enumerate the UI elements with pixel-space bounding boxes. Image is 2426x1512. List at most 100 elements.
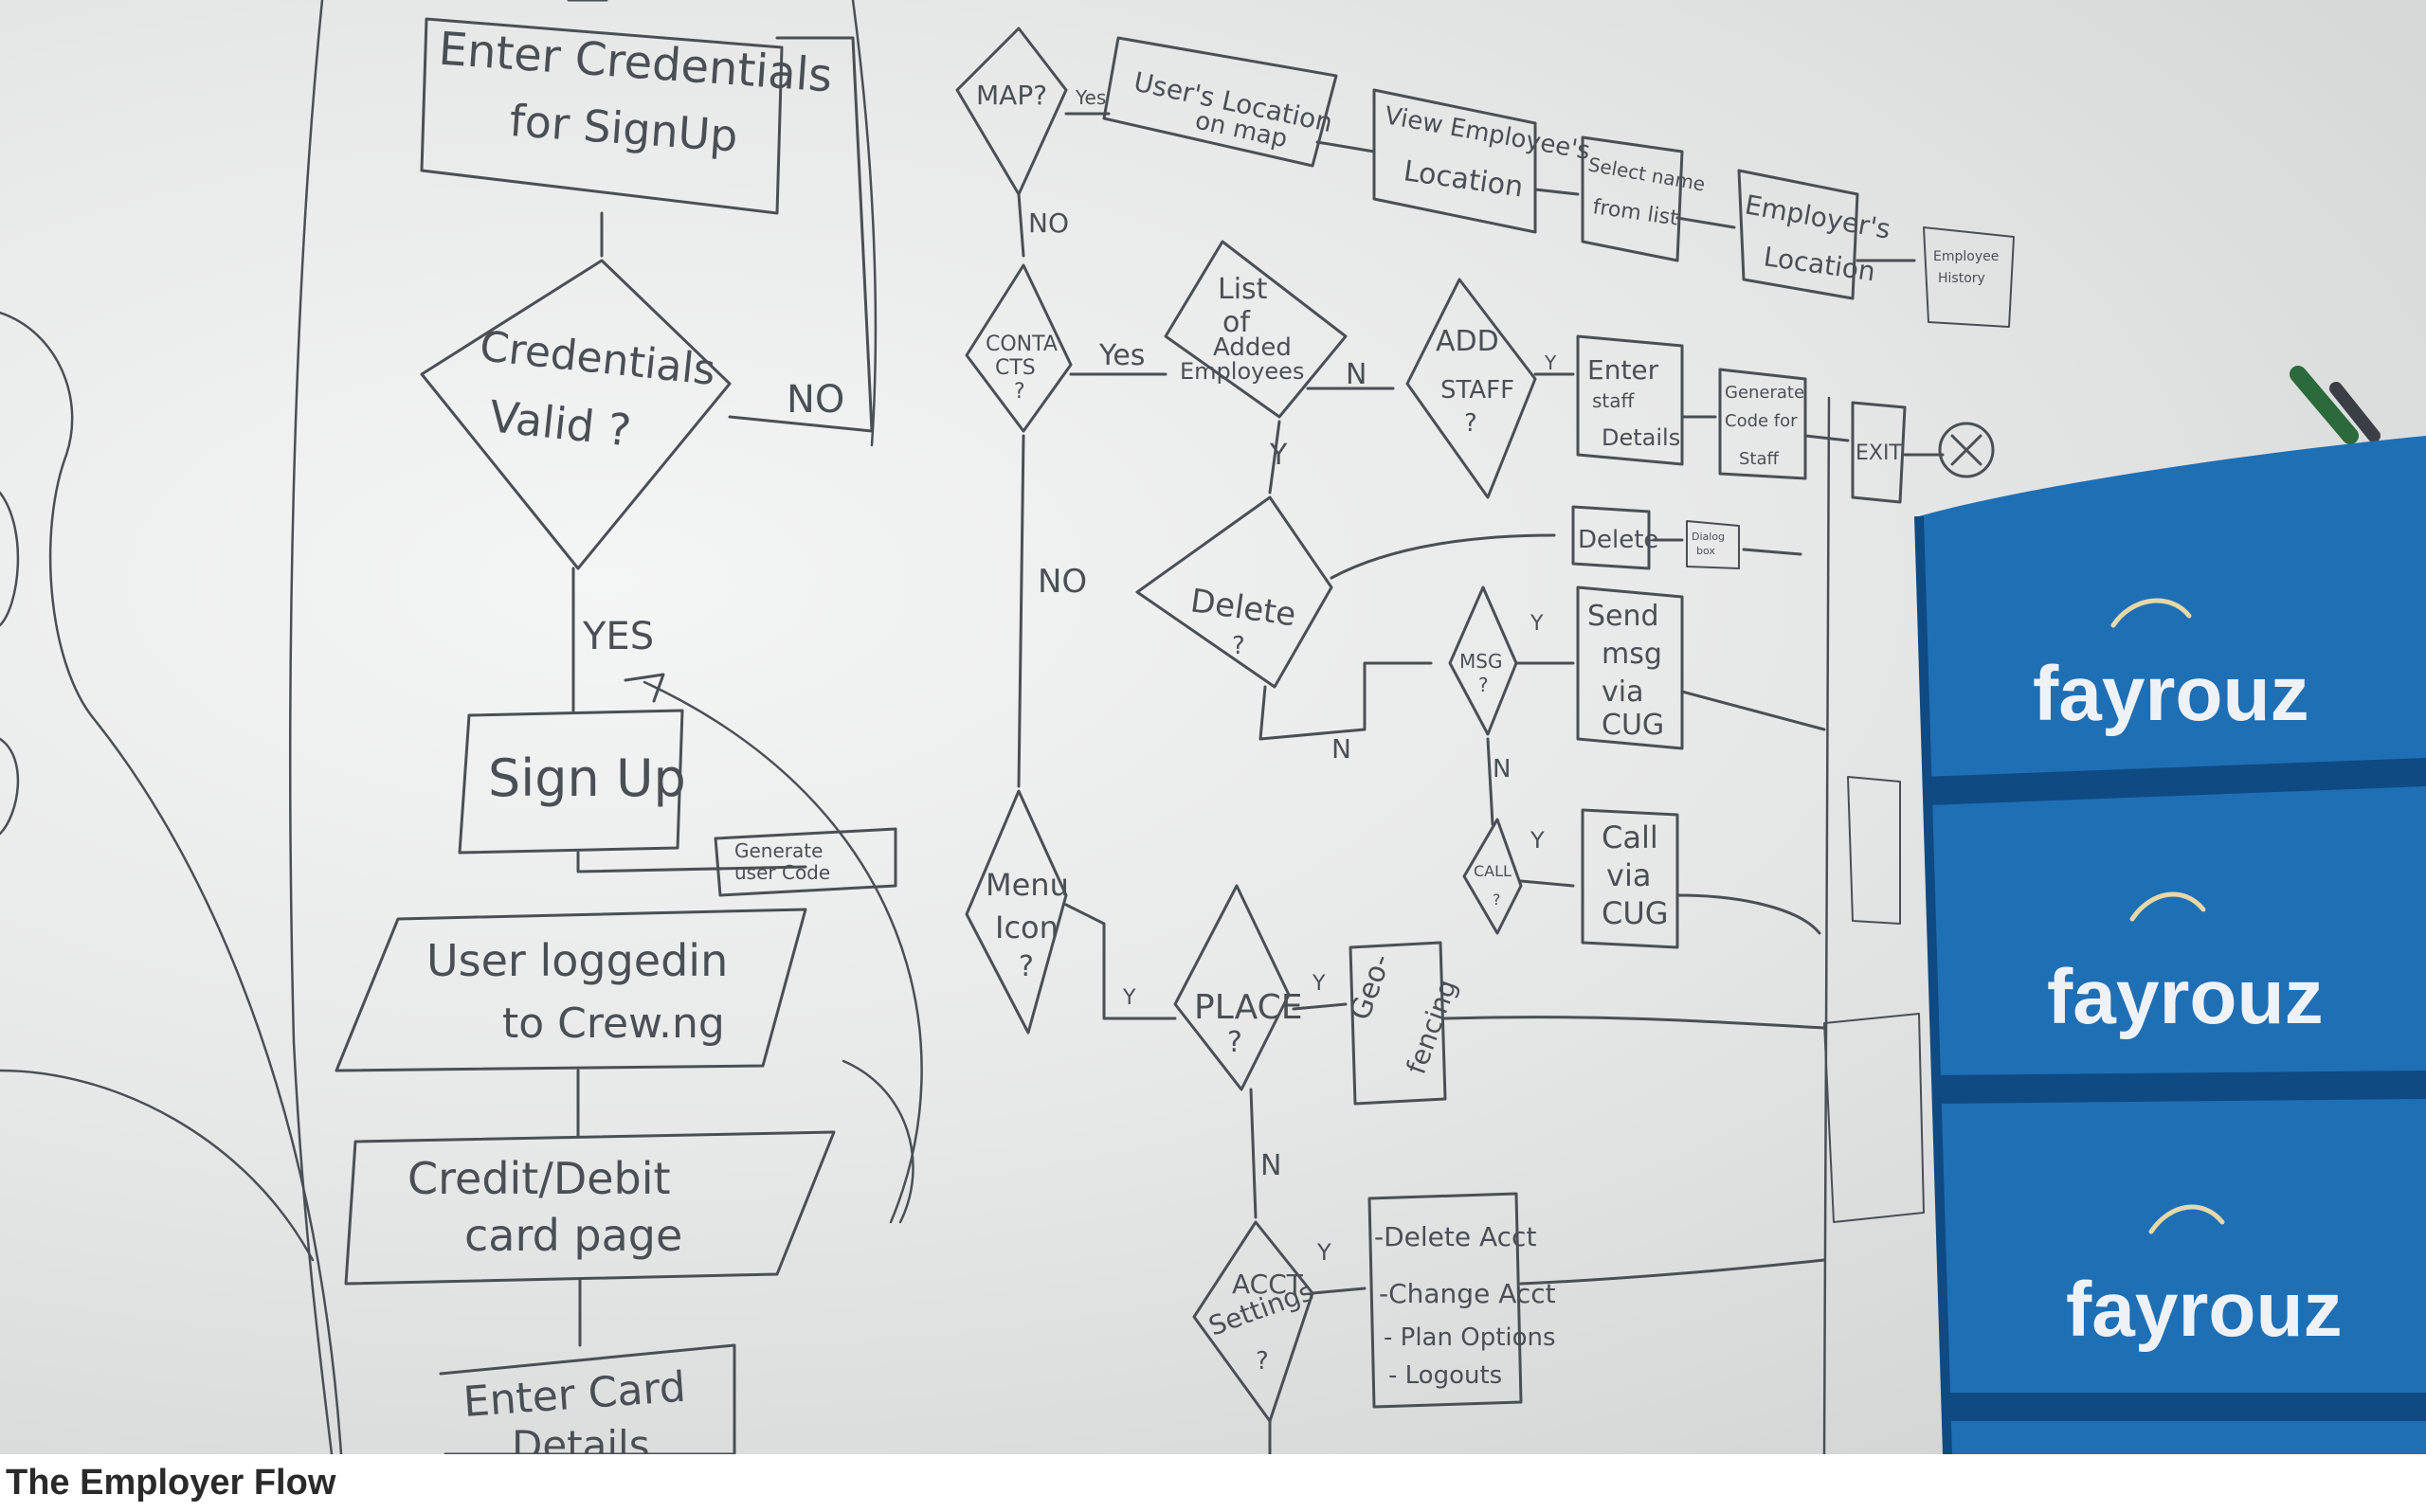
menu-y: Y bbox=[1122, 986, 1136, 1010]
select-name-text-2: from list bbox=[1591, 195, 1679, 230]
delete-q-text-1: Delete bbox=[1188, 582, 1298, 634]
credentials-diamond bbox=[420, 259, 732, 570]
generate-code-staff-text-3: Staff bbox=[1739, 449, 1780, 469]
send-msg-text-2: msg bbox=[1602, 638, 1662, 671]
credentials-text-2: Valid ? bbox=[487, 390, 634, 456]
marker-pens bbox=[2290, 366, 2381, 444]
contacts-no: NO bbox=[1038, 563, 1087, 601]
acct-text-3: ? bbox=[1256, 1347, 1269, 1376]
delete-diamond bbox=[1135, 495, 1333, 689]
call-via-text-2: via bbox=[1606, 857, 1651, 893]
contacts-text-2: CTS bbox=[995, 356, 1036, 380]
contacts-text-3: ? bbox=[1014, 380, 1025, 404]
blue-crates: fayrouz fayrouz fayrouz bbox=[1914, 436, 2426, 1454]
enter-staff-text-2: staff bbox=[1592, 389, 1636, 412]
contacts-n: N bbox=[1346, 358, 1367, 391]
send-msg-text-3: via bbox=[1602, 675, 1643, 709]
place-text-1: PLACE bbox=[1194, 988, 1302, 1027]
select-name-box bbox=[1581, 135, 1684, 262]
generate-code-staff-box bbox=[1718, 368, 1807, 480]
msg-text-2: ? bbox=[1478, 674, 1489, 696]
logged-in-text-2: to Crew.ng bbox=[502, 999, 725, 1048]
menu-icon-text-1: Menu bbox=[986, 867, 1069, 903]
users-location-box bbox=[1102, 36, 1338, 168]
exit-text: EXIT bbox=[1856, 441, 1902, 465]
add-staff-text-3: ? bbox=[1464, 409, 1477, 438]
geo-fencing-text-2: fencing bbox=[1401, 975, 1463, 1078]
crate-logo-1: fayrouz bbox=[2033, 651, 2309, 737]
card-details-text-1: Enter Card bbox=[462, 1363, 687, 1427]
enter-staff-text-1: Enter bbox=[1587, 354, 1659, 386]
exit-box bbox=[1851, 401, 1907, 504]
add-staff-y: Y bbox=[1544, 351, 1557, 374]
place-text-2: ? bbox=[1227, 1026, 1242, 1059]
no-label: NO bbox=[787, 378, 844, 422]
employee-history-text-1: Employee bbox=[1933, 249, 1999, 264]
msg-n: N bbox=[1493, 755, 1511, 783]
sign-up-text: Sign Up bbox=[488, 748, 686, 808]
menu-diamond bbox=[965, 789, 1068, 1035]
place-diamond bbox=[1173, 884, 1291, 1091]
dialog-box-text-1: Dialog bbox=[1692, 531, 1725, 543]
figure-caption: The Employer Flow bbox=[6, 1463, 336, 1503]
map-text: MAP? bbox=[976, 80, 1047, 111]
call-via-text-3: CUG bbox=[1602, 895, 1669, 931]
acct-option-4: - Logouts bbox=[1388, 1361, 1502, 1390]
card-page-box bbox=[344, 1130, 836, 1286]
crate-logo-2: fayrouz bbox=[2047, 954, 2324, 1040]
map-diamond bbox=[955, 27, 1068, 196]
employee-history-box bbox=[1923, 226, 2015, 328]
list-added-diamond bbox=[1164, 240, 1348, 419]
delete-box bbox=[1571, 505, 1651, 570]
select-name-text-1: Select name bbox=[1586, 153, 1707, 195]
whiteboard-photo: Enter Credentials for SignUp Credentials… bbox=[0, 0, 2426, 1454]
acct-options-box bbox=[1367, 1192, 1523, 1409]
logged-in-box bbox=[335, 908, 807, 1072]
card-page-text-1: Credit/Debit bbox=[407, 1153, 671, 1204]
menu-icon-text-3: ? bbox=[1019, 950, 1034, 983]
map-yes: Yes bbox=[1075, 86, 1106, 109]
msg-text-1: MSG bbox=[1459, 650, 1502, 673]
employers-location-box bbox=[1737, 169, 1859, 300]
end-circle bbox=[1938, 422, 1995, 478]
generate-code-staff-text-1: Generate bbox=[1725, 383, 1804, 403]
signup-box bbox=[458, 709, 684, 855]
acct-text-1: ACCT bbox=[1232, 1269, 1304, 1300]
call-y: Y bbox=[1530, 827, 1545, 854]
list-added-text-2: of bbox=[1222, 306, 1251, 339]
acct-y: Y bbox=[1316, 1239, 1331, 1266]
menu-icon-text-2: Icon bbox=[995, 909, 1059, 945]
contacts-yes: Yes bbox=[1098, 339, 1145, 372]
dialog-box bbox=[1686, 520, 1740, 569]
crate-logo-3: fayrouz bbox=[2066, 1267, 2343, 1353]
add-staff-text-2: STAFF bbox=[1440, 376, 1514, 405]
employers-location-text-2: Location bbox=[1762, 241, 1877, 287]
call-via-box bbox=[1581, 808, 1679, 949]
list-added-text-1: List bbox=[1218, 273, 1268, 306]
employers-location-text-1: Employer's bbox=[1743, 189, 1893, 244]
delete-box-text: Delete bbox=[1578, 526, 1658, 554]
generate-code-staff-text-2: Code for bbox=[1725, 411, 1798, 431]
yes-label: YES bbox=[582, 615, 654, 658]
delete-n: N bbox=[1331, 733, 1351, 765]
enter-credentials-box bbox=[420, 17, 784, 215]
send-msg-box bbox=[1576, 585, 1684, 750]
enter-credentials-text-2: for SignUp bbox=[508, 95, 739, 162]
whiteboard-drawing: Enter Credentials for SignUp Credentials… bbox=[0, 0, 2426, 1454]
list-added-text-3: Added bbox=[1213, 333, 1292, 362]
call-via-text-1: Call bbox=[1602, 819, 1658, 855]
place-y: Y bbox=[1312, 972, 1326, 996]
credentials-text-1: Credentials bbox=[478, 322, 717, 395]
dialog-box-text-2: box bbox=[1696, 545, 1715, 557]
contacts-text-1: CONTA bbox=[986, 333, 1058, 356]
acct-option-3: - Plan Options bbox=[1384, 1323, 1556, 1352]
enter-staff-text-3: Details bbox=[1602, 424, 1680, 451]
contacts-diamond bbox=[965, 263, 1073, 433]
generate-code-box bbox=[714, 827, 897, 897]
send-msg-text-1: Send bbox=[1587, 600, 1659, 633]
add-staff-text-1: ADD bbox=[1436, 325, 1499, 358]
card-page-text-2: card page bbox=[464, 1210, 682, 1261]
msg-y: Y bbox=[1530, 612, 1544, 636]
enter-staff-box bbox=[1576, 334, 1684, 466]
delete-q-text-2: ? bbox=[1232, 632, 1245, 660]
